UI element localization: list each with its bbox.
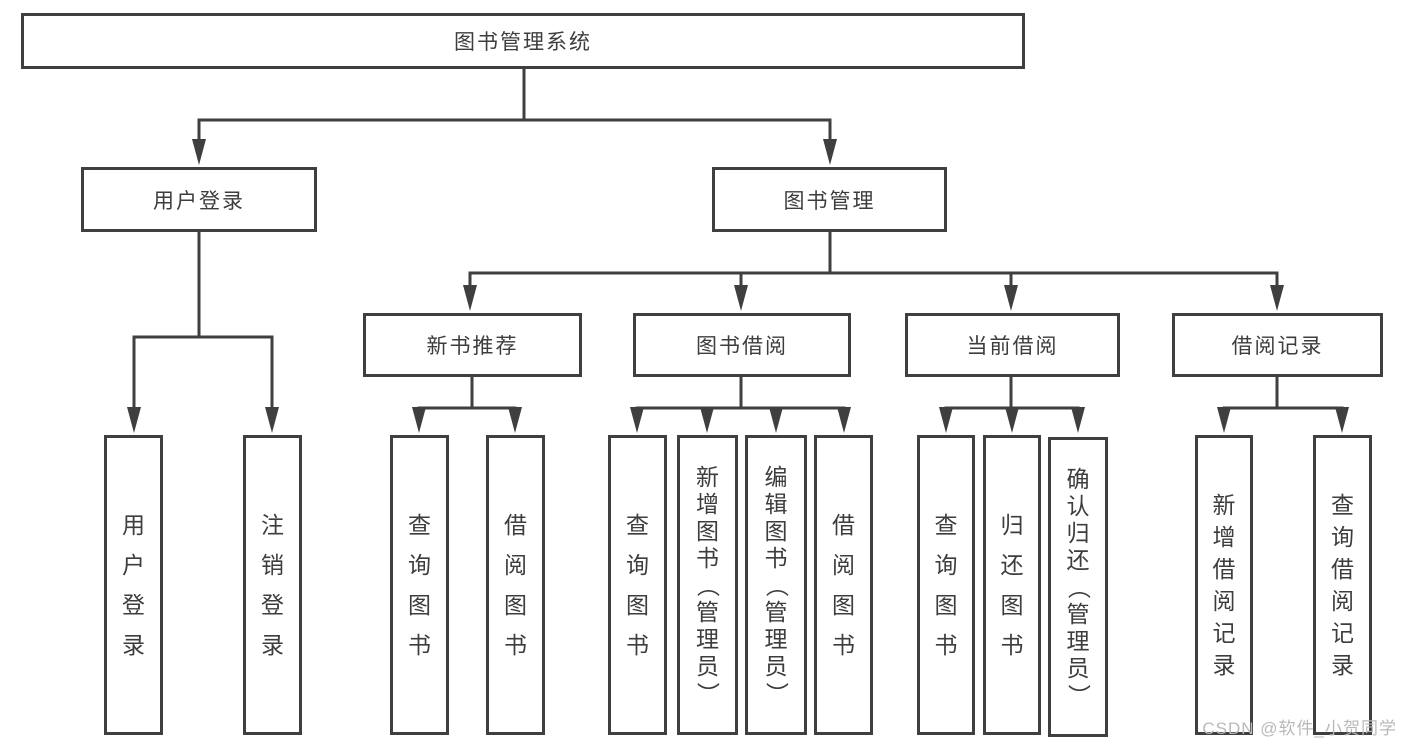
leaf-user-login: 用户登录 bbox=[104, 435, 163, 735]
leaf-query-borrow-record: 查询借阅记录 bbox=[1313, 435, 1372, 735]
leaf-borrow-books-recommend: 借阅图书 bbox=[486, 435, 545, 735]
leaf-borrow-books: 借阅图书 bbox=[814, 435, 873, 735]
node-user-login: 用户登录 bbox=[81, 167, 317, 232]
node-current-borrow: 当前借阅 bbox=[905, 313, 1120, 377]
csdn-watermark: CSDN @软件_小贺同学 bbox=[1202, 719, 1397, 738]
leaf-logout: 注销登录 bbox=[243, 435, 302, 735]
leaf-add-books-admin: 新增图书（管理员） bbox=[677, 435, 738, 735]
node-book-borrow: 图书借阅 bbox=[633, 313, 851, 377]
node-book-management: 图书管理 bbox=[712, 167, 947, 232]
leaf-query-books-current: 查询图书 bbox=[917, 435, 975, 735]
leaf-query-books-borrow: 查询图书 bbox=[608, 435, 667, 735]
leaf-query-books-recommend: 查询图书 bbox=[390, 435, 449, 735]
node-root-system: 图书管理系统 bbox=[21, 13, 1025, 69]
leaf-return-books: 归还图书 bbox=[983, 435, 1041, 735]
node-new-book-recommend: 新书推荐 bbox=[363, 313, 582, 377]
leaf-edit-books-admin: 编辑图书（管理员） bbox=[745, 435, 807, 735]
leaf-confirm-return-admin: 确认归还（管理员） bbox=[1048, 437, 1108, 737]
leaf-add-borrow-record: 新增借阅记录 bbox=[1195, 435, 1253, 735]
node-borrow-records: 借阅记录 bbox=[1172, 313, 1383, 377]
